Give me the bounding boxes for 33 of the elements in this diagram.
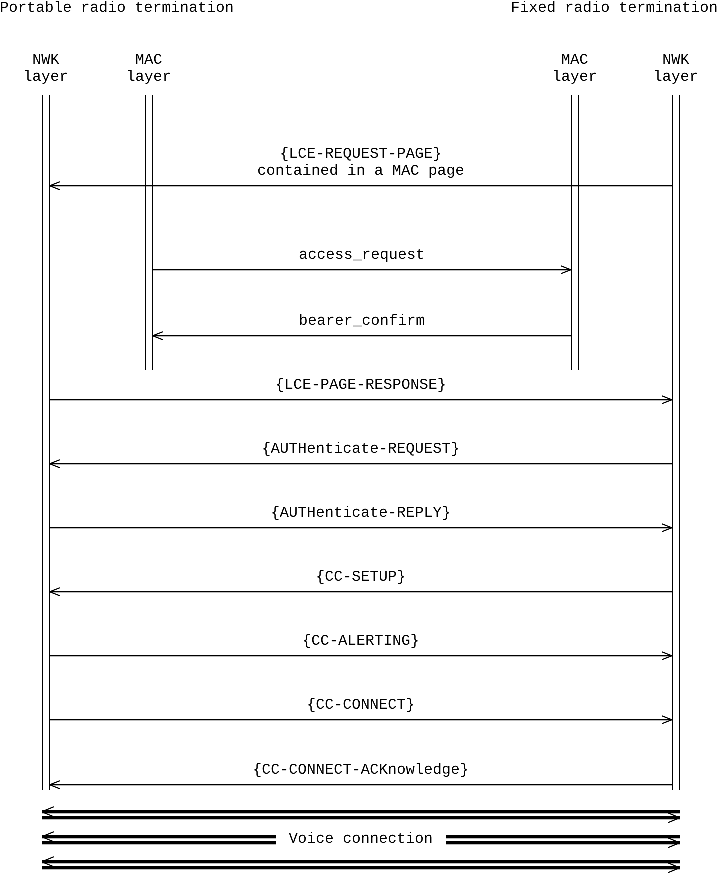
message-arrow [50, 651, 673, 661]
message-arrow [49, 459, 672, 469]
lifeline-bar [571, 95, 579, 370]
edge-label: {CC-CONNECT} [306, 697, 416, 714]
message-arrow [49, 587, 672, 597]
message-arrow [50, 523, 673, 533]
edge-label: Voice connection [276, 831, 446, 848]
edge-label: {CC-CONNECT-ACKnowledge} [252, 762, 470, 779]
layer-label: NWK layer [652, 52, 700, 86]
edge-label: {LCE-REQUEST-PAGE} contained in a MAC page [256, 146, 466, 180]
message-arrow [152, 331, 571, 341]
participant-heading: Fixed radio termination [510, 0, 718, 17]
edge-label: {CC-SETUP} [314, 569, 407, 586]
edge-label: {CC-ALERTING} [301, 633, 421, 650]
message-arrow [153, 265, 572, 275]
edge-label: bearer_confirm [298, 313, 426, 330]
edge-label: access_request [298, 247, 426, 264]
message-arrow [50, 395, 673, 405]
lifeline-bar [672, 95, 680, 790]
double-arrow [40, 806, 682, 824]
edge-label: {AUTHenticate-REPLY} [270, 505, 452, 522]
edge-label: {AUTHenticate-REQUEST} [260, 441, 462, 458]
message-arrow [49, 181, 672, 191]
layer-label: NWK layer [22, 52, 70, 86]
edge-label: {LCE-PAGE-RESPONSE} [274, 377, 448, 394]
message-arrow [49, 780, 672, 790]
layer-label: MAC layer [125, 52, 172, 86]
message-arrow [50, 715, 673, 725]
lifeline-bar [145, 95, 153, 370]
double-arrow [40, 856, 682, 874]
participant-heading: Portable radio termination [0, 0, 236, 17]
layer-label: MAC layer [551, 52, 598, 86]
lifeline-bar [42, 95, 50, 790]
